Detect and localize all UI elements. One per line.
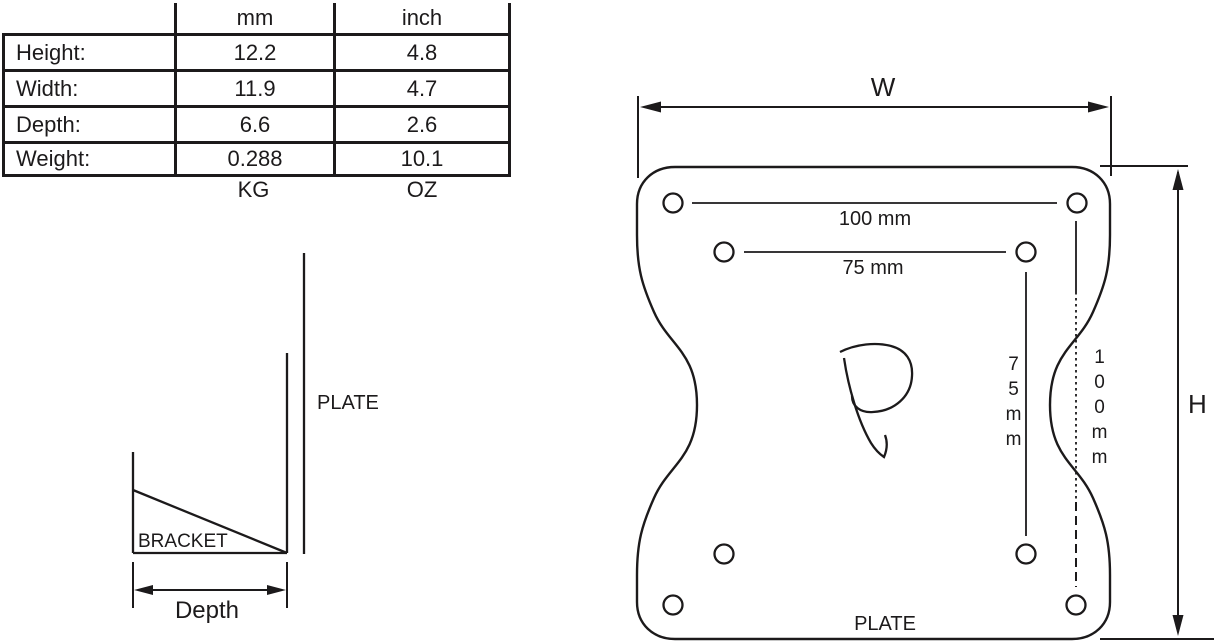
row-label-width: Width: bbox=[2, 69, 174, 105]
width-inch-value: 4.7 bbox=[333, 69, 511, 105]
depth-arrowhead-left bbox=[134, 585, 153, 595]
logo-bowl-stroke bbox=[839, 342, 914, 414]
width-arrowhead-right bbox=[1088, 101, 1109, 113]
height-mm-value: 12.2 bbox=[174, 33, 333, 69]
vesa-hole-100-bottom-right bbox=[1065, 594, 1087, 616]
width-arrowhead-left bbox=[640, 101, 661, 113]
vesa-hole-100-bottom-left bbox=[662, 594, 684, 616]
front-plate-label: PLATE bbox=[854, 613, 916, 635]
column-header-mm: mm bbox=[174, 3, 333, 33]
vesa-hole-100-top-left bbox=[662, 192, 684, 214]
weight-mm-value: 0.288 bbox=[174, 141, 333, 177]
plate-outline bbox=[635, 165, 1112, 641]
depth-mm-value: 6.6 bbox=[174, 105, 333, 141]
spec-table: mm inch Height: 12.2 4.8 Width: 11.9 4.7… bbox=[2, 3, 511, 203]
vesa-hole-100-top-right bbox=[1066, 192, 1088, 214]
unit-footer-oz: OZ bbox=[406, 177, 438, 202]
depth-inch-value: 2.6 bbox=[333, 105, 511, 141]
side-plate-label: PLATE bbox=[317, 392, 379, 414]
bracket-label: BRACKET bbox=[138, 531, 228, 552]
weight-inch-value: 10.1 bbox=[333, 141, 511, 177]
height-arrowhead-top bbox=[1172, 169, 1184, 190]
height-arrowhead-bottom bbox=[1172, 615, 1184, 636]
depth-dimension-label: Depth bbox=[174, 597, 240, 624]
logo-stem-stroke bbox=[842, 357, 888, 459]
spacing-label-75mm-vertical: 75mm bbox=[1003, 354, 1024, 454]
height-inch-value: 4.8 bbox=[333, 33, 511, 69]
row-label-depth: Depth: bbox=[2, 105, 174, 141]
width-mm-value: 11.9 bbox=[174, 69, 333, 105]
unit-footer-kg: KG bbox=[237, 177, 270, 202]
bracket-diagonal-edge bbox=[132, 488, 288, 555]
vesa-hole-75-bottom-right bbox=[1015, 543, 1037, 565]
vesa-hole-75-top-left bbox=[713, 241, 735, 263]
spacing-label-100mm: 100 mm bbox=[838, 208, 912, 230]
brand-logo-p bbox=[839, 342, 914, 459]
column-header-inch: inch bbox=[333, 3, 511, 33]
vesa-hole-75-top-right bbox=[1015, 241, 1037, 263]
spacing-label-100mm-vertical: 100mm bbox=[1089, 347, 1110, 472]
width-dimension-label: W bbox=[870, 72, 896, 102]
height-dimension-label: H bbox=[1188, 389, 1207, 419]
depth-arrowhead-right bbox=[267, 585, 286, 595]
spacing-label-75mm: 75 mm bbox=[842, 257, 904, 279]
vesa-hole-75-bottom-left bbox=[713, 543, 735, 565]
row-label-weight: Weight: bbox=[2, 141, 174, 177]
row-label-height: Height: bbox=[2, 33, 174, 69]
